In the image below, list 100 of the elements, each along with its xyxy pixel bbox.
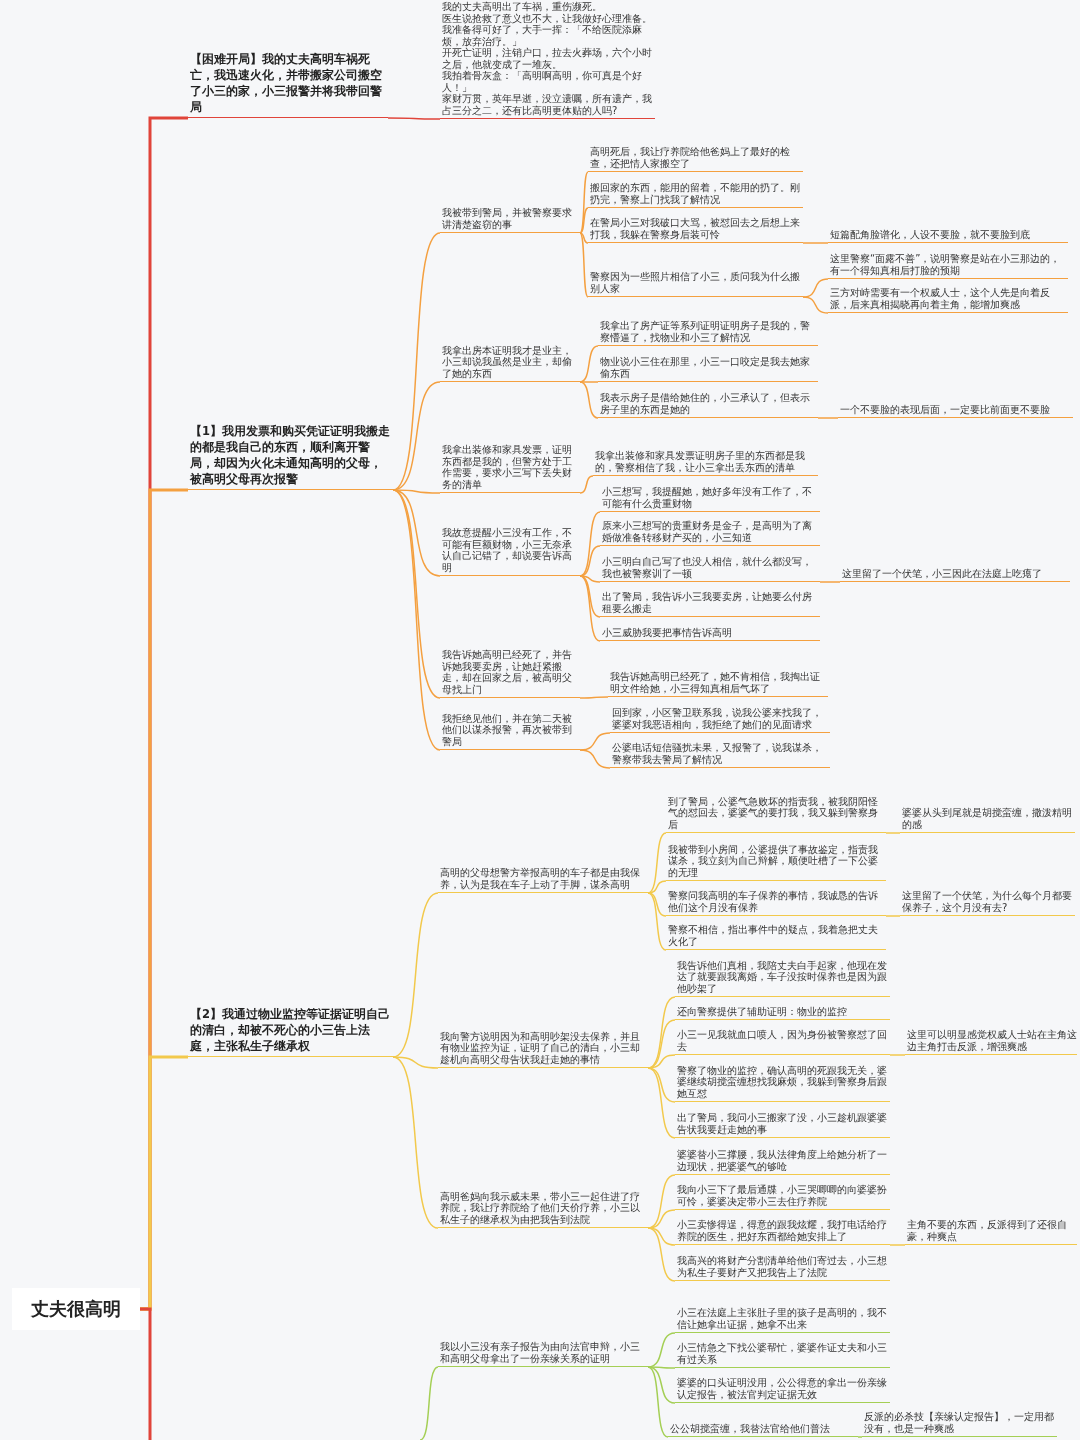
connector xyxy=(579,575,601,642)
connector xyxy=(392,489,441,577)
connector xyxy=(885,832,901,834)
topic-text: 警察因为一些照片相信了小三，质问我为什么搬别人家 xyxy=(590,271,801,294)
topic-text: 反派的必杀技【亲缘认定报告】，一定用都没有，也是一种爽感 xyxy=(864,1411,1055,1434)
topic-text: 丈夫很高明 xyxy=(31,1298,121,1320)
connector xyxy=(387,117,441,120)
topic-node xyxy=(598,392,818,418)
connector xyxy=(392,1056,439,1069)
topic-text: 搬回家的东西，能用的留着，不能用的扔了。刚扔完，警察上门找我了解情况 xyxy=(590,182,801,205)
topic-text: 我高兴的将财产分割清单给他们寄过去，小三想为私生子要财产又把我告上了法院 xyxy=(677,1255,888,1278)
topic-text: 这里留了一个伏笔，小三因此在法庭上吃瘪了 xyxy=(842,567,1043,579)
topic-text: 公公胡搅蛮缠，我替法官给他们普法 xyxy=(670,1422,831,1434)
topic-text: 我被带到警局，并被警察要求讲清楚盗窃的事 xyxy=(442,207,573,230)
topic-text: 我告诉她高明已经死了，并告诉她我要卖房，让她赶紧搬走，却在回家之后，被高明父母找上门 xyxy=(442,649,573,695)
connector xyxy=(885,915,901,917)
topic-text: 这里留了一个伏笔，为什么每个月都要保养子，这个月没有去? xyxy=(902,890,1073,913)
topic-node xyxy=(600,556,820,582)
topic-text: 婆婆的口头证明没用，公公得意的拿出一份亲缘认定报告，被法官判定证据无效 xyxy=(677,1377,888,1400)
topic-text: 我告诉他们真相，我陪丈夫白手起家，他现在发达了就要跟我离婚，车子没按时保养也是因为跟他吵架了 xyxy=(677,959,888,994)
connector xyxy=(647,1067,676,1139)
connector xyxy=(647,1067,676,1103)
topic-text: 高明死后，我让疗养院给他爸妈上了最好的检查，还把情人家搬空了 xyxy=(590,146,791,169)
topic-text: 我表示房子是借给她住的，小三承认了，但表示房子里的东西是她的 xyxy=(600,392,811,415)
topic-text: 我拒绝见他们，并在第二天被他们以谋杀报警，再次被带到警局 xyxy=(442,712,573,747)
connector xyxy=(647,892,667,917)
topic-text: 小三一见我就血口喷人，因为身份被警察怼了回去 xyxy=(677,1029,888,1052)
topic-node xyxy=(438,867,648,893)
connector xyxy=(419,1366,439,1440)
topic-text: 我向警方说明因为和高明吵架没去保养，并且有物业监控为证，证明了自己的清白，小三却趁机向高明父母告状我赶走她的事情 xyxy=(440,1030,641,1065)
topic-text: 出了警局，我问小三搬家了没，小三趁机跟婆婆告状我要赶走她的事 xyxy=(677,1112,888,1135)
connector xyxy=(647,1366,676,1369)
connector xyxy=(802,296,829,314)
topic-text: 婆婆替小三撑腰，我从法律角度上给她分析了一边现状，把婆婆气的够呛 xyxy=(677,1149,888,1172)
topic-node xyxy=(600,486,820,512)
topic-text: 一个不要脸的表现后面，一定要比前面更不要脸 xyxy=(840,403,1051,415)
topic-node xyxy=(838,403,1073,418)
topic-text: 高明爸妈向我示威未果，带小三一起住进了疗养院，我让疗养院给了他们天价疗养，小三以私生子的继承权为由把我告到法院 xyxy=(440,1190,641,1225)
topic-text: 我准备得可好了，大手一挥：「不给医院添麻烦，放弃治疗。」 xyxy=(442,24,642,47)
topic-text: 家财万贯，英年早逝，没立遗嘱，所有遗产，我占三分之二，还有比高明更体贴的人吗? xyxy=(442,93,653,116)
topic-text: 警察了物业的监控，确认高明的死跟我无关，婆婆继续胡搅蛮缠想找我麻烦，我躲到警察身后跟她互怼 xyxy=(677,1064,888,1099)
topic-node xyxy=(668,1422,858,1437)
topic-text: 出了警局，我告诉小三我要卖房，让她要么付房租要么搬走 xyxy=(602,591,813,614)
topic-text: 小三威胁我要把事情告诉高明 xyxy=(602,626,733,638)
topic-node xyxy=(828,228,1068,243)
connector xyxy=(579,232,589,244)
topic-text: 小三想写，我提醒她，她好多年没有工作了，不可能有什么贵重财物 xyxy=(602,486,813,509)
connector xyxy=(647,880,667,894)
topic-text: 我以小三没有亲子报告为由向法官申辩，小三和高明父母拿出了一份亲缘关系的证明 xyxy=(440,1341,641,1364)
topic-text: 回到家，小区警卫联系我，说我公婆来找我了，婆婆对我恶语相向，我拒绝了她们的见面请求 xyxy=(612,707,823,730)
topic-node xyxy=(588,146,803,172)
connector xyxy=(819,581,841,583)
topic-text: 我拿出装修和家具发票，证明东西都是我的，但警方处于工作需要，要求小三写下丢失财务的清单 xyxy=(442,444,573,490)
topic-node xyxy=(610,707,830,733)
topic-text: 我的丈夫高明出了车祸，重伤濒死。 xyxy=(442,1,603,13)
connector xyxy=(579,345,599,383)
topic-node xyxy=(440,207,580,233)
topic-text: 小三卖惨得逞，得意的跟我炫耀，我打电话给疗养院的医生，把好东西都给她安排上了 xyxy=(677,1219,888,1242)
connector xyxy=(579,232,589,298)
topic-text: 小三明白自己写了也没人相信，就什么都没写，我也被警察训了一顿 xyxy=(602,556,813,579)
connector xyxy=(647,1227,676,1282)
topic-text: 我拿出装修和家具发票证明房子里的东西都是我的，警察相信了我，让小三拿出丢东西的清单 xyxy=(595,450,806,473)
topic-text: 小三在法庭上主张肚子里的孩子是高明的，我不信让她拿出证据，她拿不出来 xyxy=(677,1307,888,1330)
topic-node xyxy=(598,356,818,382)
topic-text: 我拍着骨灰盒：「高明啊高明，你可真是个好人！」 xyxy=(442,70,643,93)
topic-text: 婆婆从头到尾就是胡搅蛮缠，撒泼精明的感 xyxy=(902,807,1073,830)
topic-node xyxy=(600,626,820,641)
connector xyxy=(392,1056,439,1229)
connector xyxy=(579,475,594,494)
topic-text: 短篇配角脸谱化，人设不要脸，就不要脸到底 xyxy=(830,228,1031,240)
topic-node xyxy=(666,924,886,950)
topic-text: 这里可以明显感觉权威人士站在主角这边主角打击反派，增强爽感 xyxy=(907,1029,1077,1052)
topic-text: 还向警察提供了辅助证明：物业的监控 xyxy=(677,1005,848,1017)
connector xyxy=(802,242,829,244)
topic-text: 【1】我用发票和购买凭证证明我搬走的都是我自己的东西，顺利离开警局，却因为火化未通知高明的父母，被高明父母再次报警 xyxy=(190,422,391,487)
topic-text: 我故意提醒小三没有工作，不可能有巨额财物，小三无奈承认自己记错了，却说要告诉高明 xyxy=(442,527,573,573)
connector xyxy=(889,1244,906,1246)
topic-node xyxy=(608,671,828,697)
topic-node xyxy=(600,591,820,617)
topic-node xyxy=(666,890,886,916)
topic-node xyxy=(593,450,818,476)
topic-text: 我拿出了房产证等系列证明证明房子是我的，警察懵逼了，找物业和小三了解情况 xyxy=(600,320,811,343)
topic-text: 原来小三想写的贵重财务是金子，是高明为了离婚做准备转移财产买的，小三知道 xyxy=(602,520,813,543)
topic-text: 【困难开局】我的丈夫高明车祸死亡，我迅速火化，并带搬家公司搬空了小三的家，小三报警并将我带回警局 xyxy=(190,50,383,115)
connector xyxy=(579,381,599,383)
topic-text: 公婆电话短信骚扰未果，又报警了，说我谋杀，警察带我去警局了解情况 xyxy=(612,742,823,765)
topic-text: 我被带到小房间，公婆提供了事故鉴定，指责我谋杀，我立刻为自己辩解，顺便吐槽了一下公婆的无理 xyxy=(668,843,879,878)
connector xyxy=(817,417,839,419)
topic-text: 我拿出房本证明我才是业主，小三却说我虽然是业主，却偷了她的东西 xyxy=(442,344,573,379)
central-topic xyxy=(12,1288,140,1330)
topic-text: 在警局小三对我破口大骂，被怼回去之后想上来打我，我躲在警察身后装可怜 xyxy=(590,217,801,240)
topic-text: 警察不相信，指出事件中的疑点，我着急把丈夫火化了 xyxy=(668,924,879,947)
connector xyxy=(647,1227,676,1246)
connector xyxy=(392,489,441,751)
connector xyxy=(857,1436,863,1438)
topic-text: 高明的父母想警方举报高明的车子都是由我保养，认为是我在车子上动了手脚，谋杀高明 xyxy=(440,867,641,890)
topic-node xyxy=(438,1341,648,1367)
topic-text: 小三情急之下找公婆帮忙，婆婆作证丈夫和小三有过关系 xyxy=(677,1342,888,1365)
topic-node xyxy=(828,287,1068,313)
topic-node xyxy=(440,1,655,119)
